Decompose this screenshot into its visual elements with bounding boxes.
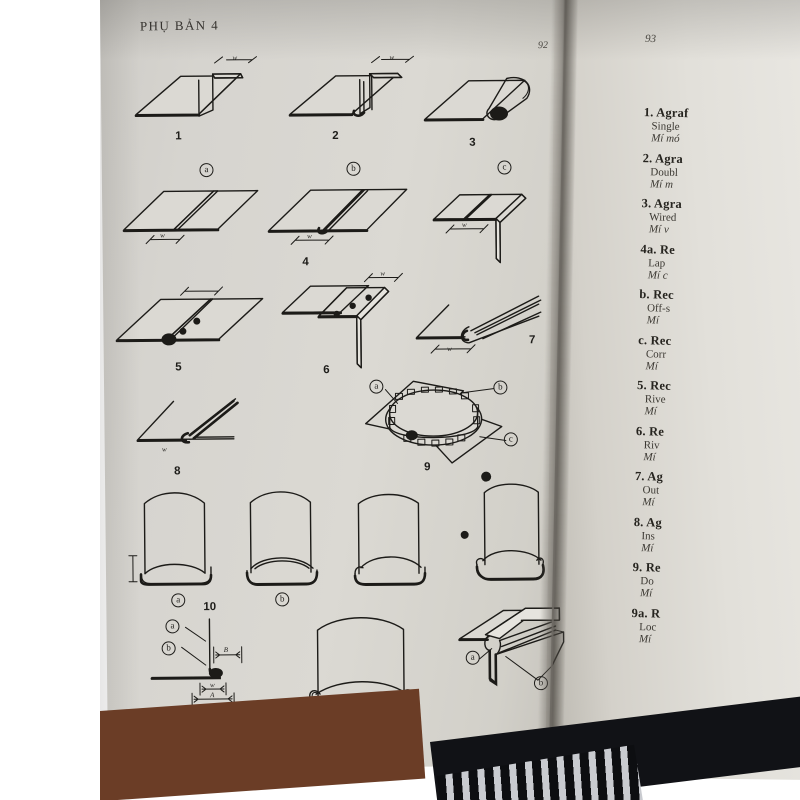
figure-13: a b B w A 13 xyxy=(147,613,268,725)
caption-vietnamese: Mí m xyxy=(649,177,674,191)
figure-number-2: 2 xyxy=(332,129,339,142)
caption-item: 9a. R Loc Mí xyxy=(627,605,800,648)
figure-number-8: 8 xyxy=(174,465,181,478)
sublabel-c-fig9: c xyxy=(503,432,518,447)
figure-4a: a w xyxy=(121,163,262,258)
figure-4c: c w xyxy=(431,160,552,277)
figure-number-5: 5 xyxy=(175,361,182,374)
figure-1: w 1 xyxy=(130,54,261,145)
caption-item: 4a. Re Lap Mí c xyxy=(636,241,800,284)
figure-7: w 7 xyxy=(413,286,544,367)
sublabel-a-fig13: a xyxy=(165,619,180,634)
sublabel-a-fig10: a xyxy=(171,593,186,608)
figure-number-7: 7 xyxy=(528,334,536,347)
caption-vietnamese: Mí mó xyxy=(651,132,680,145)
caption-item: c. Rec Corr Mí xyxy=(633,332,800,375)
photo-area: w 1 w 2 xyxy=(100,0,800,800)
caption-item: b. Rec Off-s Mí xyxy=(635,287,800,330)
caption-item: 9. Re Do Mí xyxy=(628,560,800,603)
dim-label-w-fig4c: w xyxy=(461,220,467,229)
dim-label-w-fig13: w xyxy=(209,681,215,690)
caption-item: 2. Agra Doubl Mí m xyxy=(638,150,800,193)
sublabel-b-fig4: b xyxy=(346,161,361,176)
caption-item: 3. Agra Wired Mí v xyxy=(637,196,800,239)
figure-number-6: 6 xyxy=(323,364,330,377)
figure-number-10: 10 xyxy=(203,601,217,614)
page-shadow-top xyxy=(100,0,800,60)
figure-plate: w 1 w 2 xyxy=(100,0,577,770)
sublabel-b-fig9: b xyxy=(493,380,508,395)
caption-vietnamese: Mí c xyxy=(647,268,668,282)
caption-vietnamese: Mí v xyxy=(648,223,669,236)
dim-label-w-fig4a: w xyxy=(160,231,165,240)
dim-label-w-fig7: w xyxy=(447,344,452,353)
sublabel-c-fig4: c xyxy=(497,160,512,175)
caption-list: 1. Agraf Single Mí mó 2. Agra Doubl Mí m… xyxy=(627,105,800,655)
figure-number-1: 1 xyxy=(175,130,182,143)
caption-item: 5. Rec Rive Mí xyxy=(632,378,800,421)
sublabel-a-fig4: a xyxy=(199,163,214,178)
caption-item: 6. Re Riv Mí xyxy=(631,423,800,466)
dim-label-w-fig6: w xyxy=(380,269,386,278)
dim-label-w-fig8: w xyxy=(161,445,167,454)
figure-6: w 6 xyxy=(280,269,421,380)
figure-number-9: 9 xyxy=(424,461,431,474)
caption-item: 7. Ag Out Mí xyxy=(630,469,800,512)
figure-8: w 8 xyxy=(133,389,264,477)
figure-10b: b xyxy=(234,480,335,607)
figure-10a: 3 a xyxy=(126,481,227,608)
sublabel-a-fig15: a xyxy=(465,650,480,665)
figure-number-3: 3 xyxy=(469,136,476,149)
sublabel-a-fig9: a xyxy=(369,379,384,394)
figure-3: 3 xyxy=(421,64,542,149)
figure-2: w 2 xyxy=(285,53,421,144)
caption-item: 8. Ag Ins Mí xyxy=(629,514,800,557)
figure-5: 5 xyxy=(112,277,273,374)
figure-number-4: 4 xyxy=(302,256,309,269)
dim-label-A-fig13: A xyxy=(210,691,215,700)
sublabel-b-fig13: b xyxy=(161,641,176,656)
page-shadow-left xyxy=(100,0,140,800)
sublabel-b-fig10: b xyxy=(275,592,290,607)
dim-label-w-fig4b: w xyxy=(307,232,312,241)
figure-11: 11 xyxy=(342,481,443,592)
figure-4b: b w xyxy=(266,161,412,256)
caption-item: 1. Agraf Single Mí mó xyxy=(639,105,800,148)
dim-label-B-fig13: B xyxy=(223,645,228,654)
figure-9: a b c 9 xyxy=(351,374,522,475)
